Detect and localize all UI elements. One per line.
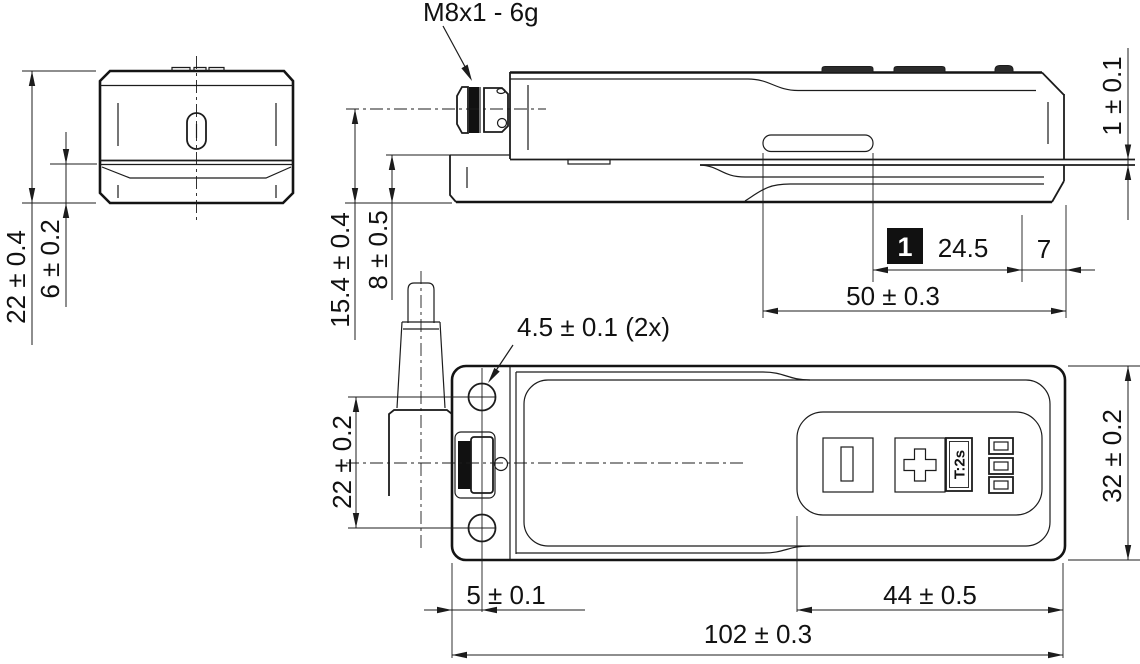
dim-marker-offset: 24.5 <box>938 233 989 263</box>
m8-connector-side <box>456 86 509 134</box>
dim-marker-span: 50 ± 0.3 <box>846 281 940 311</box>
cable-plug <box>388 282 453 496</box>
output-button <box>822 437 874 493</box>
connector-thread-label: M8x1 - 6g <box>423 0 539 27</box>
dim-front-overall-height: 22 ± 0.4 <box>1 230 31 324</box>
dim-hole-spacing: 22 ± 0.2 <box>327 415 357 509</box>
dim-overall-length: 102 ± 0.3 <box>704 619 812 649</box>
position-marker-box <box>887 228 923 264</box>
bottom-view: T:2s 4.5 ± 0.1 (2x) 22 ± 0.2 32 ± 0.2 <box>327 271 1140 659</box>
dim-mounting-holes: 4.5 ± 0.1 (2x) <box>517 312 670 342</box>
label-slot <box>762 134 874 153</box>
position-marker-label: 1 <box>897 232 912 262</box>
dim-hole-to-edge: 5 ± 0.1 <box>466 580 545 610</box>
select-button-side <box>893 66 946 73</box>
front-view: 22 ± 0.4 6 ± 0.2 <box>1 56 295 345</box>
dim-axis-height: 15.4 ± 0.4 <box>325 212 355 327</box>
dim-side-base-height: 8 ± 0.5 <box>363 210 393 289</box>
side-view: 15.4 ± 0.4 8 ± 0.5 1 ± 0.1 1 24.5 7 50 ±… <box>325 48 1135 340</box>
dim-overall-width: 32 ± 0.2 <box>1097 409 1127 503</box>
dim-gap: 1 ± 0.1 <box>1097 56 1127 135</box>
teach-time-label: T:2s <box>951 450 968 479</box>
teach-button-side <box>821 66 874 73</box>
m8-connector-plan <box>454 431 509 499</box>
dim-edge-offset: 7 <box>1037 234 1051 264</box>
dim-panel-span: 44 ± 0.5 <box>883 580 977 610</box>
round-button-side <box>994 65 1014 73</box>
dim-front-base-height: 6 ± 0.2 <box>35 219 65 298</box>
teach-plus-button <box>894 437 946 493</box>
teach-time-field: T:2s <box>945 437 973 492</box>
control-panel: T:2s <box>796 411 1043 516</box>
led-indicators <box>988 437 1014 494</box>
m8-connector-callout: M8x1 - 6g <box>423 0 539 81</box>
